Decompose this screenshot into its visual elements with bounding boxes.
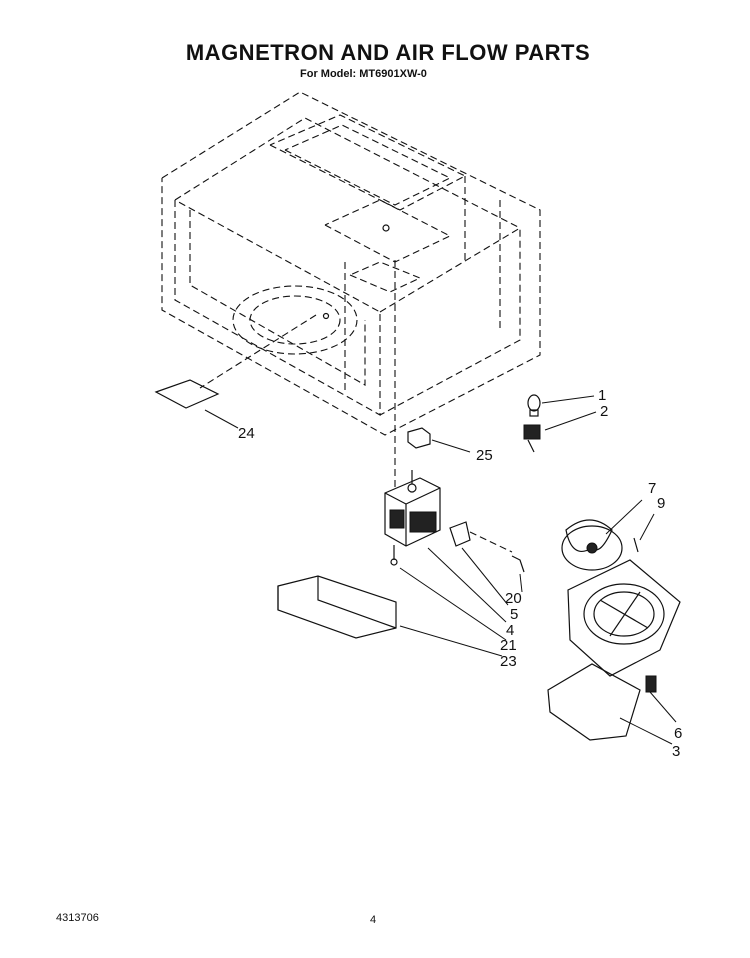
part-4-5-magnetron [384,470,441,566]
document-number: 4313706 [56,912,99,924]
callout-24: 24 [238,425,255,442]
part-24-cover [154,379,239,429]
part-23-duct [277,575,503,657]
callout-20: 20 [505,590,522,607]
callout-4: 4 [506,622,514,639]
part-20-bracket [399,521,525,641]
page-number: 4 [370,914,377,926]
callout-9: 9 [657,495,665,512]
callout-5: 5 [510,606,518,623]
part-3-6-7-9-fan-assembly [547,499,681,745]
part-25-block [407,427,471,453]
page-title: MAGNETRON AND AIR FLOW PARTS [185,40,591,65]
callout-7: 7 [648,480,656,497]
oven-cavity-drawing [161,91,541,490]
callout-6: 6 [674,725,682,742]
callout-2: 2 [600,403,608,420]
part-1-2-lamp [523,394,597,453]
callout-3: 3 [672,743,680,760]
model-subtitle: For Model: MT6901XW-0 [300,68,427,80]
callout-25: 25 [476,447,493,464]
callout-21: 21 [500,637,517,654]
callout-23: 23 [500,653,517,670]
callout-1: 1 [598,387,606,404]
